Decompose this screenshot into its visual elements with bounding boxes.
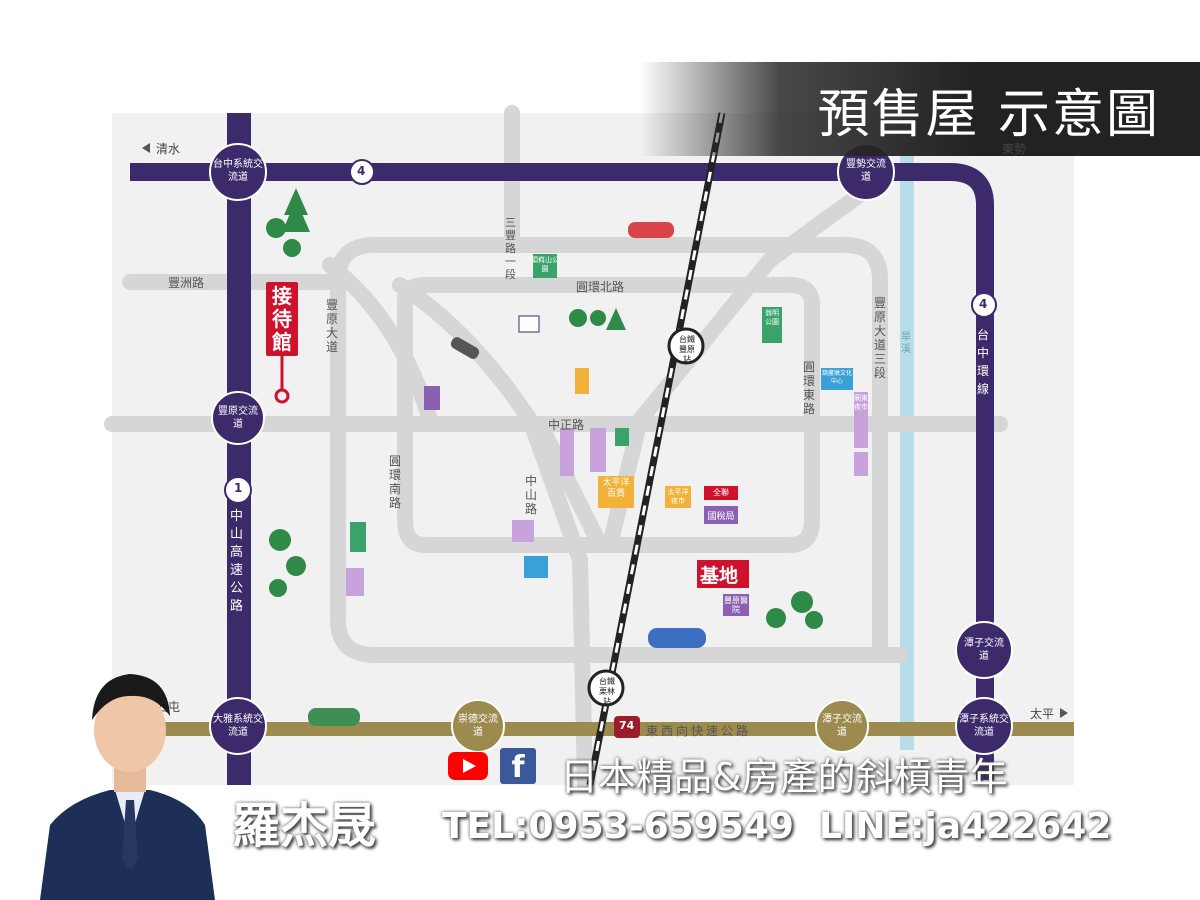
arrow-east-icon [1060, 708, 1068, 718]
site-sign-bg [697, 560, 749, 588]
fengyuan-station-marker [667, 327, 705, 365]
direction-dongshi: 東勢 [1002, 142, 1027, 156]
road-label-fengyuan-blvd3: 豐原大道三段 [874, 296, 887, 380]
station-lilin: 台鐵栗林站 [599, 677, 615, 706]
lilin-station-marker [587, 669, 625, 707]
poi-night-market: 太平洋夜市 [667, 488, 689, 505]
poi-park2: 翁明公園 [765, 309, 779, 326]
agent-name: 羅杰晟 [232, 798, 377, 854]
interchange-tanzi-system: 潭子系統交流道 [959, 714, 1009, 738]
channel-name: 日本精品&房產的斜槓青年 [560, 755, 1008, 799]
interchange-markers [209, 143, 1013, 755]
car-icon [450, 337, 480, 359]
road-label-ring-east: 圓環東路 [803, 360, 816, 416]
interchange-fengshi: 豐勢交流道 [846, 159, 886, 183]
agent-portrait [40, 674, 215, 900]
arrow-west-icon [142, 143, 150, 153]
route-number-ring: 4 [357, 164, 366, 178]
poi-miaodong: 廟東夜市 [854, 394, 868, 411]
title-banner [640, 62, 1200, 156]
reception-label: 接待館 [272, 284, 292, 354]
reception-sign-bg [266, 282, 298, 356]
hair-shape [92, 674, 170, 720]
page-title: 預售屋 示意圖 [817, 85, 1160, 145]
poi-fengyuan-hospital: 豐原醫院 [724, 596, 748, 614]
river-hanxi [900, 150, 914, 750]
road-label-fengzhou: 豐洲路 [168, 276, 205, 290]
poi-pacific: 太平洋百貨 [602, 478, 630, 499]
road-label-sanfeng: 三豐路一段 [505, 216, 516, 281]
road-label-zhongzheng: 中正路 [548, 418, 585, 432]
youtube-icon[interactable] [448, 752, 488, 780]
road-label-zhongshan: 中山路 [525, 474, 538, 516]
taichung-ring-road [130, 163, 994, 780]
interchange-chongde: 崇德交流道 [458, 714, 498, 738]
tree-icons [266, 188, 823, 629]
site-label: 基地 [700, 565, 739, 587]
station-fengyuan: 台鐵豐原站 [679, 335, 695, 364]
direction-taiping: 太平 [1030, 707, 1055, 721]
road-label-hanxi: 旱溪 [901, 332, 911, 355]
road-label-ring-vertical: 台中環線 [977, 328, 990, 396]
facebook-icon[interactable]: f [500, 748, 536, 785]
interchange-daya-system: 大雅系統交流道 [213, 714, 263, 738]
poi-supermarket: 全聯 [713, 488, 729, 497]
road-label-expressway: 東西向快速公路 [646, 724, 752, 738]
interchange-tanzi: 潭子交流道 [964, 638, 1004, 662]
poi-guoshu: 國稅局 [707, 512, 735, 522]
road-label-ring-north: 圓環北路 [576, 280, 625, 294]
poi-blocks [346, 254, 868, 616]
road-label-ring-south: 圓環南路 [389, 454, 402, 510]
zhongshan-highway [227, 113, 251, 785]
direction-qingshui: 清水 [156, 142, 181, 156]
interchange-fengyuan: 豐原交流道 [218, 406, 258, 430]
route-number-hwy: 1 [234, 481, 243, 495]
road-label-zhongshan-hwy: 中山高速公路 [230, 509, 244, 614]
route-shields [224, 159, 997, 738]
poi-park1: 頭嵙山公園 [531, 256, 559, 273]
interchange-taichung-system: 台中系統交流道 [213, 159, 263, 183]
interchange-tanzi-east: 潭子交流道 [822, 714, 862, 738]
face-shape [94, 688, 166, 772]
car-icon [308, 708, 360, 726]
contact-info: TEL:0953-659549 LINE:ja422642 [442, 806, 1112, 847]
route-number-ring-east: 4 [979, 297, 988, 311]
route-number-expressway: 74 [619, 719, 635, 732]
car-icon [628, 222, 674, 238]
road-label-ring: 台中環線 [388, 167, 465, 182]
poi-cultural: 葫蘆墩文化中心 [821, 370, 852, 385]
reception-pin-icon [274, 388, 290, 404]
road-label-fengyuan-blvd: 豐原大道 [326, 298, 339, 354]
car-icon [648, 628, 706, 648]
tie-shape [122, 800, 138, 870]
